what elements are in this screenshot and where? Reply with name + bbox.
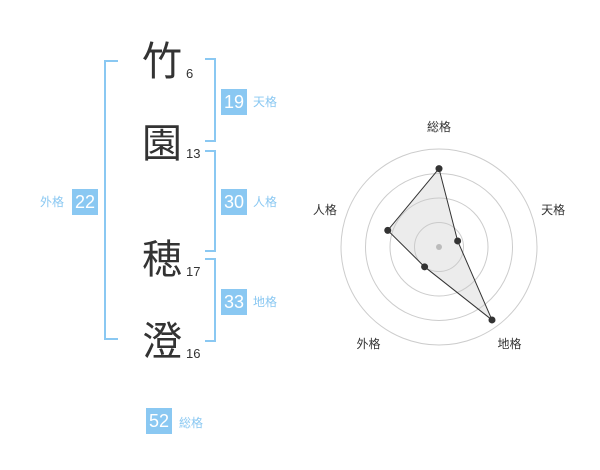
stroke-count-1: 6 bbox=[186, 66, 194, 81]
radar-axis-label-1: 総格 bbox=[427, 119, 451, 134]
radar-axis-label-4: 外格 bbox=[356, 336, 380, 351]
radar-center-dot bbox=[436, 244, 442, 250]
name-char-4: 澄 bbox=[142, 319, 182, 365]
stroke-count-2: 13 bbox=[186, 146, 201, 161]
jinkaku-label: 人格 bbox=[253, 195, 278, 209]
tenkaku-label: 天格 bbox=[253, 95, 278, 109]
gaikaku-label: 外格 bbox=[40, 195, 65, 209]
radar-axis-label-5: 人格 bbox=[313, 202, 337, 217]
chikaku-score: 33 bbox=[221, 289, 248, 315]
radar-point-5 bbox=[384, 226, 392, 234]
tenkaku-score: 19 bbox=[221, 89, 248, 115]
jinkaku-bracket bbox=[205, 150, 216, 252]
radar-ring bbox=[340, 148, 538, 346]
radar-ring bbox=[414, 222, 464, 272]
radar-axis-label-2: 天格 bbox=[541, 202, 565, 217]
gaikaku-score: 22 bbox=[72, 189, 99, 215]
name-char-3: 穂 bbox=[142, 237, 182, 283]
chikaku-label: 地格 bbox=[253, 295, 278, 309]
outer-bracket bbox=[104, 60, 118, 340]
radar-point-1 bbox=[435, 165, 443, 173]
radar-axis-label-3: 地格 bbox=[498, 336, 522, 351]
name-char-2: 園 bbox=[142, 121, 182, 167]
soukaku-label: 総格 bbox=[179, 416, 204, 430]
jinkaku-score: 30 bbox=[221, 189, 248, 215]
chikaku-bracket bbox=[205, 258, 216, 342]
radar-point-3 bbox=[488, 316, 496, 324]
name-char-1: 竹 bbox=[142, 39, 182, 85]
soukaku-score: 52 bbox=[146, 408, 173, 434]
radar-ring bbox=[389, 197, 489, 297]
tenkaku-bracket bbox=[205, 58, 216, 142]
stroke-count-3: 17 bbox=[186, 264, 201, 279]
stroke-count-4: 16 bbox=[186, 346, 201, 361]
radar-point-4 bbox=[421, 263, 429, 271]
radar-ring bbox=[365, 173, 513, 321]
radar-point-2 bbox=[454, 237, 462, 245]
